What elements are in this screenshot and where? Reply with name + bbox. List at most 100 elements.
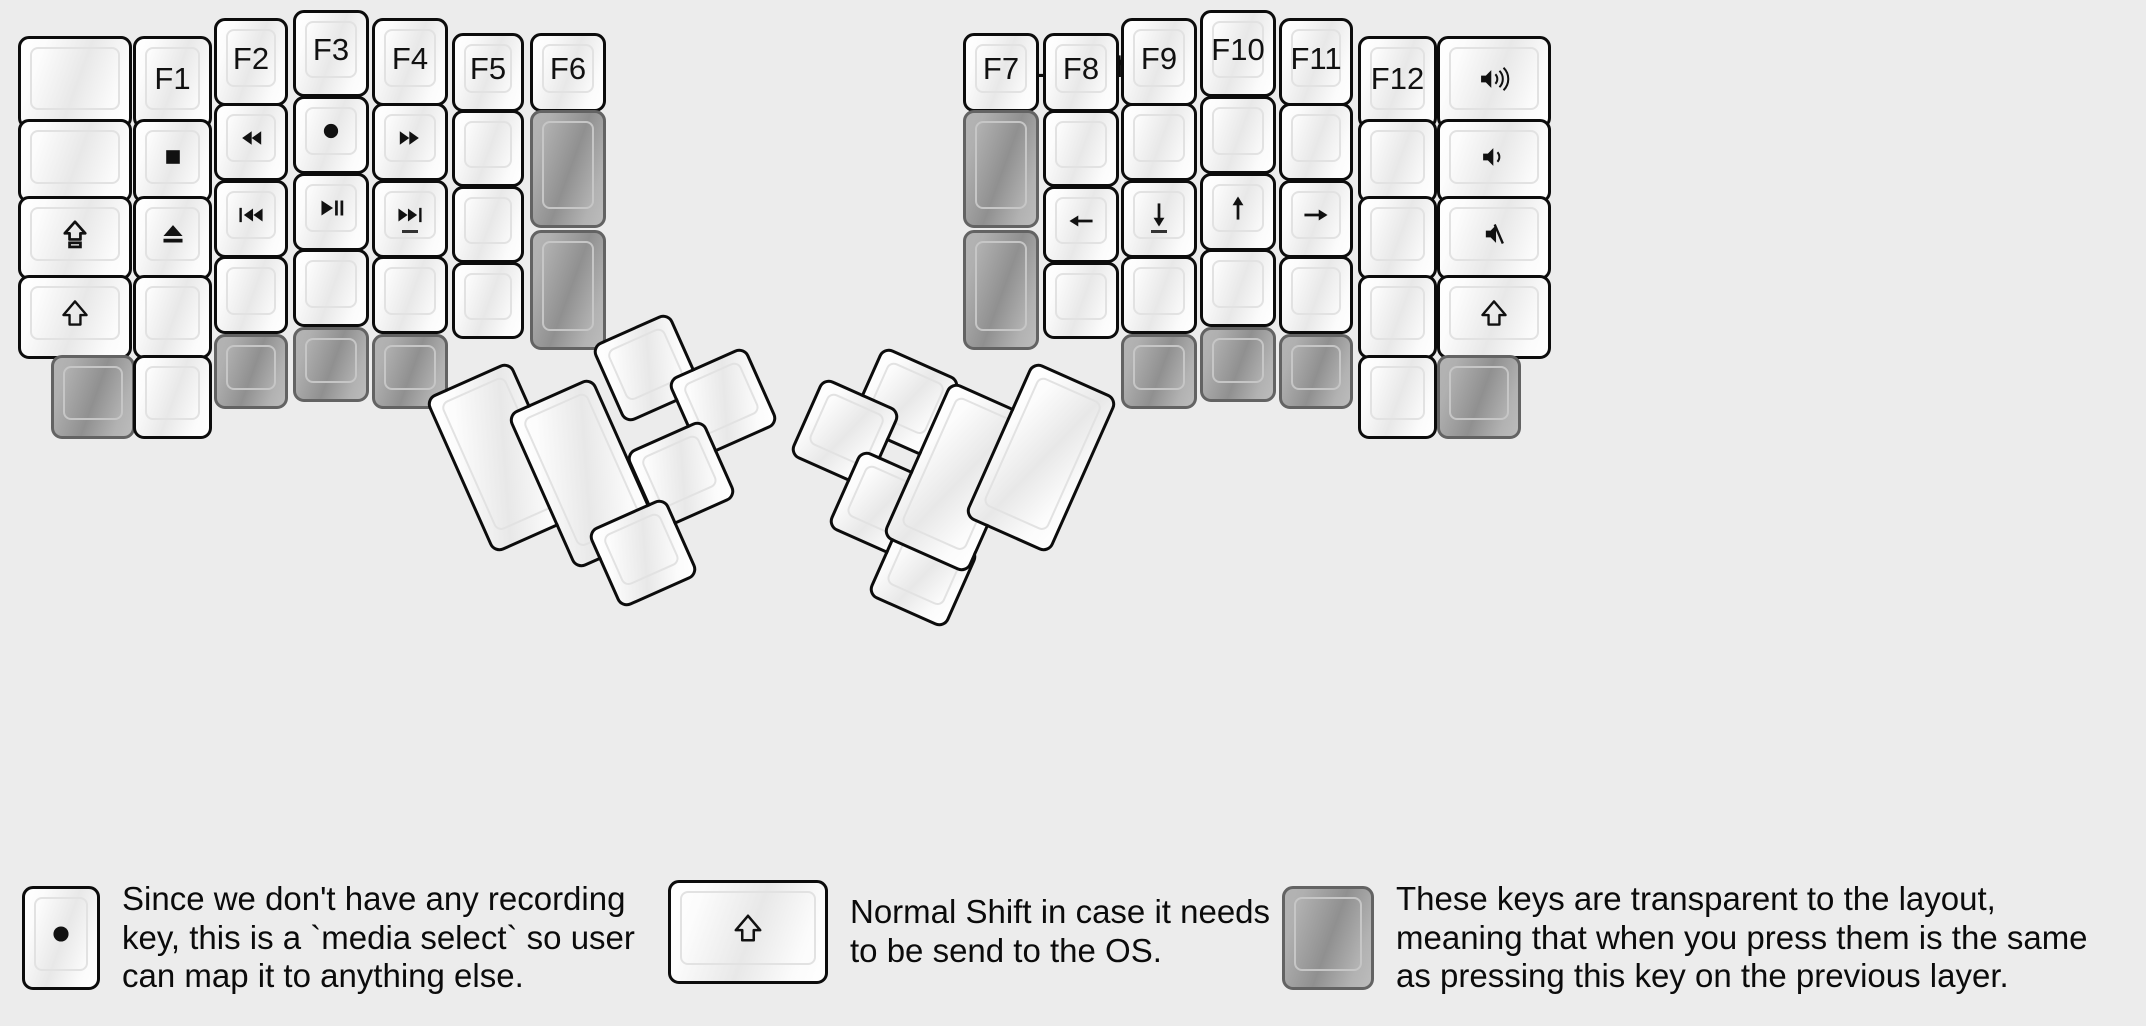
key-blank-r3c3[interactable] [293,249,369,327]
key-trans-r2c0[interactable] [963,230,1039,350]
shift-icon [734,914,762,942]
key-trans-r1c0[interactable] [963,110,1039,228]
keycap-inner-face [30,47,120,110]
keycap-inner-face [1449,47,1539,110]
key-blank-r3c4[interactable] [372,256,448,334]
key-f5[interactable]: F5 [452,33,524,112]
keycap-inner-face [145,47,200,110]
key-arrow-right[interactable] [1279,180,1353,258]
key-blank-r1c4[interactable] [1279,103,1353,181]
key-blank-r1c5[interactable] [452,110,524,187]
volume-up-icon [1481,66,1510,91]
key-trans-r1c6[interactable] [530,110,606,228]
key-blank-r3c5[interactable] [1358,275,1437,359]
key-blank-r3c5[interactable] [452,262,524,339]
keycap-inner-face [1055,44,1107,93]
key-blank-r1c1[interactable] [1043,110,1119,187]
key-label: F3 [312,32,350,67]
key-arrow-up[interactable] [1200,173,1276,251]
keycap-inner-face [542,121,594,209]
key-trans-r4c6[interactable] [1437,355,1521,439]
key-blank-r2c5[interactable] [1358,196,1437,280]
prev-track-icon [239,207,263,223]
note-transparent-keys: These keys are transparent to the layout… [1282,880,2088,996]
keycap-inner-face [1291,114,1341,162]
keycap-inner-face [680,891,816,965]
key-media-prev-track[interactable] [214,180,288,258]
key-blank-r1c3[interactable] [1200,96,1276,174]
key-trans-r4c3[interactable] [1200,327,1276,402]
key-volume-mute[interactable] [1437,196,1551,280]
keycap-inner-face [384,114,436,162]
keycap-inner-face [305,184,357,232]
key-blank-r4c5[interactable] [1358,355,1437,439]
key-volume-down[interactable] [1437,119,1551,203]
key-f1[interactable]: F1 [133,36,212,129]
key-f3[interactable]: F3 [293,10,369,97]
keycap-inner-face [1212,21,1264,78]
keycap-inner-face [226,29,276,87]
next-track-icon [398,207,422,223]
key-f11[interactable]: F11 [1279,18,1353,106]
key-f4[interactable]: F4 [372,18,448,106]
key-blank-r2c5[interactable] [452,186,524,263]
key-volume-up[interactable] [1437,36,1551,129]
key-blank-r3c1[interactable] [1043,262,1119,339]
keycap-inner-face [1449,130,1539,184]
key-blank-r3c4[interactable] [1279,256,1353,334]
key-glyph [21,207,129,261]
key-media-fast-forward[interactable] [372,103,448,181]
key-arrow-down[interactable] [1121,180,1197,258]
key-blank-r1c2[interactable] [1121,103,1197,181]
keycap-inner-face [384,29,436,87]
key-caps-shift[interactable] [18,196,132,280]
key-blank-r3c1[interactable] [133,275,212,359]
key-f9[interactable]: F9 [1121,18,1197,106]
key-media-play-pause[interactable] [293,173,369,251]
key-shift-right[interactable] [1437,275,1551,359]
key-blank-r3c3[interactable] [1200,249,1276,327]
key-blank-r0c0[interactable] [18,36,132,129]
key-shift-left[interactable] [18,275,132,359]
keycap-inner-face [1291,345,1341,390]
keycap-inner-face [1370,47,1425,110]
key-f12[interactable]: F12 [1358,36,1437,129]
key-media-next-track[interactable] [372,180,448,258]
key-blank-r4c1[interactable] [133,355,212,439]
key-label: F5 [469,51,507,86]
key-media-record[interactable] [293,96,369,174]
key-f7[interactable]: F7 [963,33,1039,112]
key-label: F12 [1370,61,1425,96]
keycap-inner-face [226,345,276,390]
key-blank-r3c2[interactable] [1121,256,1197,334]
key-label: F10 [1211,32,1265,67]
key-trans-r4c0[interactable] [51,355,135,439]
play-pause-icon [321,200,344,216]
key-trans-r4c4[interactable] [1279,334,1353,409]
keycap-inner-face [1133,29,1185,87]
key-f8[interactable]: F8 [1043,33,1119,112]
key-blank-r3c2[interactable] [214,256,288,334]
key-blank-r1c5[interactable] [1358,119,1437,203]
keycap-inner-face [226,114,276,162]
keycap-inner-face [464,273,512,320]
key-f2[interactable]: F2 [214,18,288,106]
key-trans-r4c2[interactable] [214,334,288,409]
key-label: F1 [154,61,191,96]
key-f10[interactable]: F10 [1200,10,1276,97]
key-f6[interactable]: F6 [530,33,606,112]
key-blank-r1c0[interactable] [18,119,132,203]
arrow-right-icon [1304,209,1328,221]
key-media-stop[interactable] [133,119,212,203]
key-trans-r2c6[interactable] [530,230,606,350]
keycap-inner-face [975,241,1027,331]
key-media-eject[interactable] [133,196,212,280]
key-trans-r4c2[interactable] [1121,334,1197,409]
note-media-select-sample-key [22,885,100,990]
key-glyph [1203,184,1273,232]
key-trans-r4c3[interactable] [293,327,369,402]
key-arrow-left[interactable] [1043,186,1119,263]
arrow-up-icon [1232,196,1244,220]
key-media-rewind[interactable] [214,103,288,181]
